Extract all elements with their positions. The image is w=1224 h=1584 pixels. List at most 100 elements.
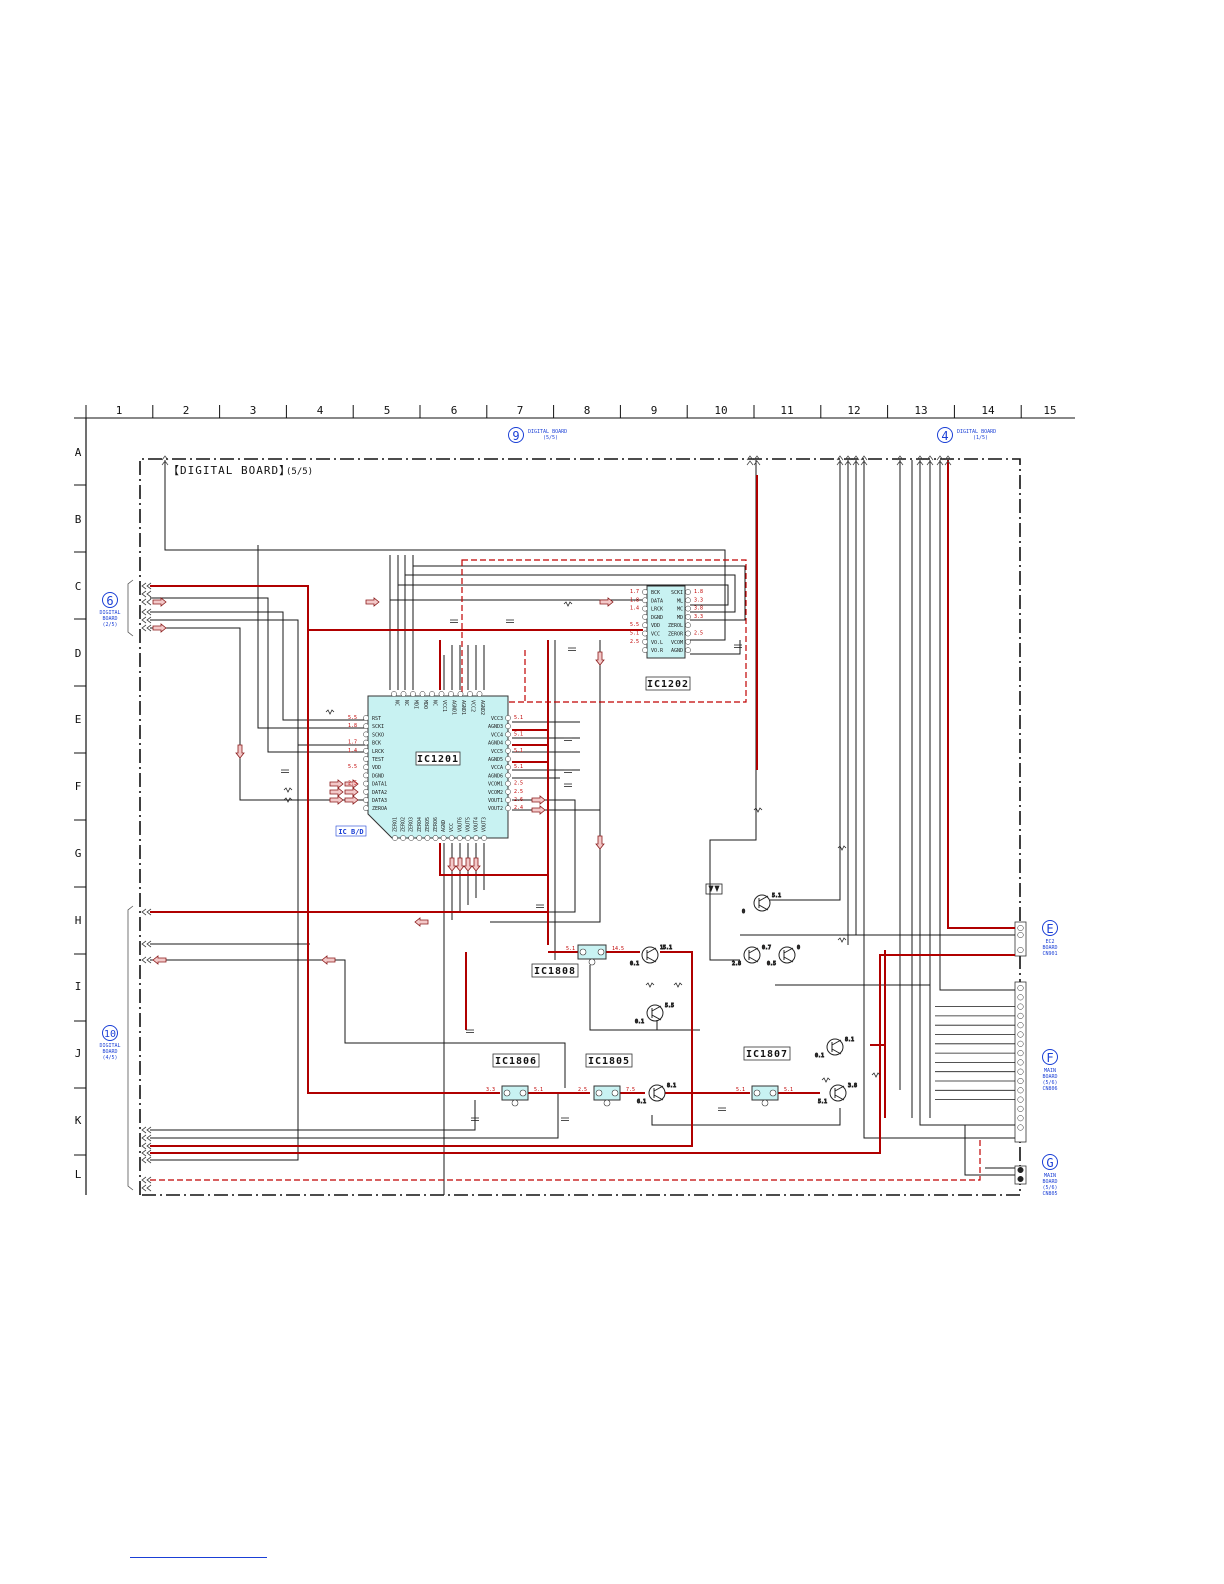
ic1805: IC1805 2.5 7.5 (578, 1053, 635, 1107)
ic1201-pin (400, 835, 406, 841)
connector-pin-chevron (146, 608, 152, 616)
ic1202-pin-name: ZEROL (668, 623, 683, 629)
connector-strip-right-E (1014, 921, 1027, 957)
ic1201-pin (363, 797, 369, 803)
svg-text:(2/5): (2/5) (102, 622, 117, 628)
wires-red-dashed (150, 559, 981, 1181)
ic1201-pin-name: RST (372, 716, 381, 722)
ic1201-pin-name: LRCK (372, 749, 384, 755)
connector-9: 9 DIGITAL BOARD (5/5) (508, 427, 567, 443)
transistor-symbol (641, 946, 659, 964)
ic1201-pin-name: AGND1 (460, 700, 466, 715)
signal-flow-arrow (463, 857, 473, 872)
resistor (645, 982, 655, 988)
connector-pin-chevron (141, 1134, 147, 1142)
svg-text:5.1: 5.1 (736, 1087, 745, 1093)
transistor-symbol (743, 946, 761, 964)
connector-G-pin (1017, 1166, 1024, 1174)
connector-G: G MAIN BOARD (5/6) CN805 (1042, 1154, 1058, 1197)
svg-text:2.5: 2.5 (578, 1087, 587, 1093)
svg-text:3.3: 3.3 (486, 1087, 495, 1093)
ic1201-pin (505, 772, 511, 779)
connector-pin-chevron (141, 1142, 147, 1150)
ic1202-pin (642, 597, 648, 604)
signal-flow-arrow (531, 805, 546, 815)
ic1201-pin-voltage: 2.5 (514, 789, 523, 795)
svg-text:BOARD: BOARD (1042, 1074, 1057, 1080)
signal-flow-arrow (455, 857, 465, 872)
resistor (563, 601, 573, 607)
connector-pin-chevron (146, 1134, 152, 1142)
ic1201-pin-voltage: 5.1 (514, 748, 523, 754)
transistor-voltage: 8.1 (667, 1083, 676, 1089)
grid-col-label: 5 (384, 404, 391, 417)
ic1202-pin-name: ZEROR (668, 632, 684, 638)
transistor-voltage: 3.8 (848, 1083, 857, 1089)
svg-text:5.1: 5.1 (534, 1087, 543, 1093)
grid-col-label: 7 (517, 404, 524, 417)
connector-pin-chevron (844, 455, 852, 461)
transistor-symbol (648, 1084, 666, 1102)
ic1202-pin (685, 589, 691, 595)
ic1201-pin-name: ZERO3 (409, 817, 415, 832)
svg-text:E: E (1046, 922, 1053, 936)
svg-text:(1/5): (1/5) (973, 435, 988, 441)
ic1201-pin-name: TEST (372, 757, 384, 763)
svg-text:IC1807: IC1807 (746, 1049, 788, 1060)
ic1202-pin-name: ML (677, 598, 683, 604)
ic1201-pin-voltage: 2.5 (514, 781, 523, 787)
ic1201-pin-voltage: 5.5 (348, 715, 357, 721)
transistor-voltage: 5.1 (818, 1099, 827, 1105)
connector-pin-chevron (141, 598, 147, 606)
connector-pin-chevron (141, 608, 147, 616)
ic1201-pin (363, 780, 369, 787)
ic1201-pin (505, 788, 511, 795)
ic1201-pin (440, 835, 447, 841)
ic1201-pin-voltage: 5.1 (514, 764, 523, 770)
ic1201-pin (465, 835, 471, 841)
ic1201-pin-name: AGND1 (451, 700, 457, 715)
ic1201-pin (505, 747, 511, 754)
signal-flow-arrow (595, 651, 605, 666)
resistor (283, 797, 293, 803)
signal-flow-arrow (344, 779, 359, 789)
connector-F-pin (1017, 1022, 1024, 1029)
svg-text:MAIN: MAIN (1044, 1173, 1056, 1179)
connector-pin-chevron (146, 590, 152, 598)
ic1201-pin-name: ZERO6 (433, 817, 439, 832)
connector-pin-chevron (916, 455, 924, 461)
connector-E-pin (1017, 924, 1024, 932)
transistor-voltage: 0.7 (762, 945, 771, 951)
transistor-collector (653, 1085, 664, 1092)
ic1201-pin (416, 835, 423, 841)
connector-pin-chevron (141, 582, 147, 590)
ic1201-pin-name: VOUT5 (465, 817, 471, 832)
transistor-symbol (829, 1084, 847, 1102)
ic1201-pin-name: DATA2 (372, 790, 387, 796)
connector-F-pin (1017, 1105, 1024, 1112)
transistor-voltage: 0 (742, 909, 745, 915)
ic1201-pin (363, 731, 369, 738)
svg-text:7.5: 7.5 (626, 1087, 635, 1093)
svg-text:IC1806: IC1806 (495, 1056, 537, 1067)
ic1201-pin-voltage: 2.6 (514, 797, 523, 803)
connector-pin-chevron (746, 460, 754, 466)
board-title: 【DIGITAL BOARD】 (168, 464, 291, 477)
ic1201-label: IC1201 (417, 754, 459, 765)
ic1201-pin (481, 835, 487, 841)
svg-text:DIGITAL: DIGITAL (99, 1043, 120, 1049)
ic1201-pin-name: VOUT1 (488, 798, 503, 804)
signal-flow-arrow (329, 779, 344, 789)
ic1201-pin-name: AGND6 (488, 773, 503, 779)
connector-F-pin (1017, 1012, 1024, 1019)
connector-pin-chevron (936, 455, 944, 461)
signal-flow-arrow (471, 857, 481, 872)
ic1201-pin-name: VOUT3 (482, 817, 488, 832)
ic1201-pin-name: AGND2 (479, 700, 485, 715)
ic1202-pin (642, 614, 648, 620)
svg-text:4: 4 (941, 429, 948, 443)
ic1201-pin (363, 772, 369, 779)
connector-pin-chevron (836, 460, 844, 466)
svg-text:(4/5): (4/5) (102, 1055, 117, 1061)
connector-pin-chevron (146, 1184, 152, 1192)
